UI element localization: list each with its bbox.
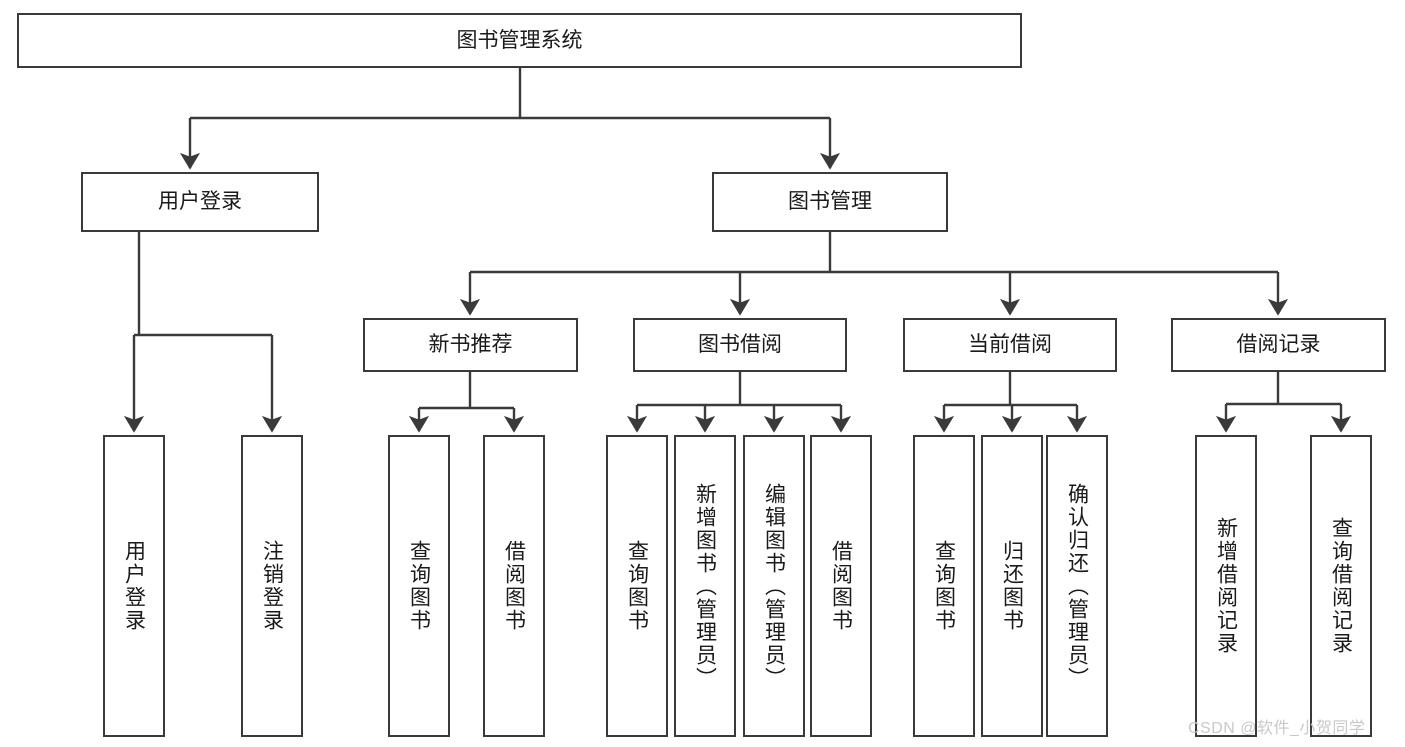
node-user-login[interactable]: 用户登录 <box>81 172 319 232</box>
leaf-book-borrow-4[interactable]: 借阅图书 <box>810 435 872 737</box>
leaf-user-login-1[interactable]: 用户登录 <box>103 435 165 737</box>
node-label: 查询图书 <box>932 540 956 632</box>
node-label: 借阅图书 <box>502 540 526 632</box>
node-book-management[interactable]: 图书管理 <box>712 172 948 232</box>
node-label: 查询图书 <box>625 540 649 632</box>
leaf-current-borrow-2[interactable]: 归还图书 <box>981 435 1043 737</box>
node-label: 当前借阅 <box>968 333 1052 357</box>
node-label: 新增借阅记录 <box>1214 517 1238 655</box>
node-new-book-recommend[interactable]: 新书推荐 <box>363 318 578 372</box>
node-book-borrow[interactable]: 图书借阅 <box>633 318 847 372</box>
node-label: 新书推荐 <box>428 333 513 357</box>
node-label: 用户登录 <box>122 540 146 632</box>
leaf-user-login-2[interactable]: 注销登录 <box>241 435 303 737</box>
node-borrow-record[interactable]: 借阅记录 <box>1171 318 1386 372</box>
node-label: 确认归还（管理员） <box>1065 482 1089 690</box>
node-label: 注销登录 <box>260 540 284 632</box>
node-label: 图书管理系统 <box>456 28 583 52</box>
leaf-book-borrow-3[interactable]: 编辑图书（管理员） <box>743 435 805 737</box>
node-label: 图书借阅 <box>698 333 782 357</box>
node-book-management-system[interactable]: 图书管理系统 <box>17 13 1022 68</box>
node-label: 图书管理 <box>788 190 872 214</box>
node-label: 查询图书 <box>407 540 431 632</box>
node-label: 编辑图书（管理员） <box>762 482 786 690</box>
node-label: 查询借阅记录 <box>1329 517 1353 655</box>
node-label: 归还图书 <box>1000 540 1024 632</box>
node-label: 借阅记录 <box>1236 333 1321 357</box>
node-label: 借阅图书 <box>829 540 853 632</box>
node-label: 新增图书（管理员） <box>693 482 717 690</box>
leaf-borrow-record-1[interactable]: 新增借阅记录 <box>1195 435 1257 737</box>
leaf-current-borrow-3[interactable]: 确认归还（管理员） <box>1046 435 1108 737</box>
leaf-book-borrow-1[interactable]: 查询图书 <box>606 435 668 737</box>
leaf-book-borrow-2[interactable]: 新增图书（管理员） <box>674 435 736 737</box>
node-current-borrow[interactable]: 当前借阅 <box>903 318 1117 372</box>
leaf-current-borrow-1[interactable]: 查询图书 <box>913 435 975 737</box>
leaf-new-book-recommend-2[interactable]: 借阅图书 <box>483 435 545 737</box>
leaf-new-book-recommend-1[interactable]: 查询图书 <box>388 435 450 737</box>
watermark-csdn: CSDN @软件_小贺同学 <box>1188 720 1366 737</box>
leaf-borrow-record-2[interactable]: 查询借阅记录 <box>1310 435 1372 737</box>
node-label: 用户登录 <box>158 190 242 214</box>
